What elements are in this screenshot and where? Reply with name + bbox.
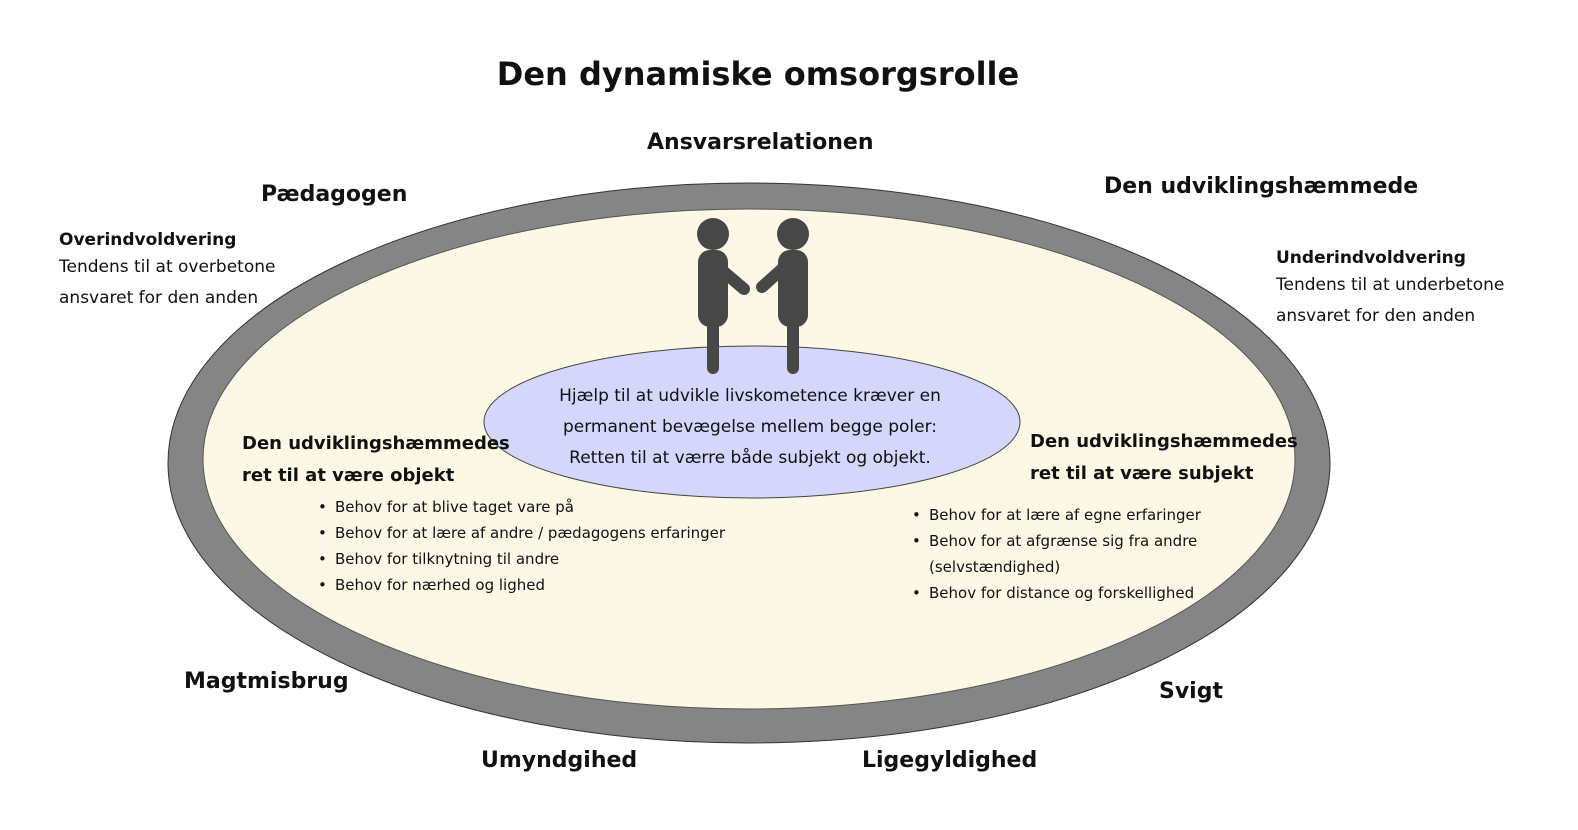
subject-heading-line: ret til at være subjekt (1030, 463, 1254, 484)
list-item: Behov for at afgrænse sig fra andre (909, 528, 1201, 554)
object-heading-line: Den udviklingshæmmedes (242, 433, 510, 454)
list-item: Behov for at lære af egne erfaringer (909, 502, 1201, 528)
list-item: Behov for tilknytning til andre (315, 546, 725, 572)
label-paedagogen: Pædagogen (261, 182, 408, 207)
list-item: (selvstændighed) (929, 558, 1061, 576)
subject-side-heading: Den udviklingshæmmedes ret til at være s… (1030, 426, 1298, 490)
diagram-title: Den dynamiske omsorgsrolle (496, 55, 1020, 93)
center-ellipse (483, 345, 1021, 499)
center-line: permanent bevægelse mellem begge poler: (562, 417, 938, 437)
label-magtmisbrug: Magtmisbrug (184, 669, 349, 694)
center-line: Hjælp til at udvikle livskometence kræve… (559, 386, 941, 406)
label-ligegyldighed: Ligegyldighed (862, 748, 1038, 773)
two-people-handshake-icon (697, 218, 809, 374)
right-note: Underindvoldvering Tendens til at underb… (1276, 248, 1504, 332)
label-umyndgihed: Umyndgihed (481, 748, 638, 773)
left-note-line: Tendens til at overbetone (59, 257, 276, 277)
label-ansvarsrelationen: Ansvarsrelationen (647, 130, 874, 155)
label-svigt: Svigt (1159, 679, 1223, 704)
left-note-heading: Overindvoldvering (59, 230, 237, 250)
label-den-udviklingshaemmede: Den udviklingshæmmede (1104, 174, 1419, 199)
object-heading-line: ret til at være objekt (242, 465, 455, 486)
right-note-heading: Underindvoldvering (1276, 248, 1466, 268)
center-line: Retten til at værre både subjekt og obje… (569, 448, 931, 468)
center-statement: Hjælp til at udvikle livskometence kræve… (480, 381, 1020, 474)
right-note-line: Tendens til at underbetone (1276, 275, 1505, 295)
subject-needs-list: Behov for at lære af egne erfaringer Beh… (909, 502, 1201, 606)
list-item: Behov for distance og forskellighed (909, 580, 1201, 606)
object-needs-list: Behov for at blive taget vare på Behov f… (315, 494, 725, 598)
list-item: Behov for nærhed og lighed (315, 572, 725, 598)
subject-heading-line: Den udviklingshæmmedes (1030, 431, 1298, 452)
left-note-line: ansvaret for den anden (59, 288, 259, 308)
left-note: Overindvoldvering Tendens til at overbet… (59, 230, 275, 314)
list-item: Behov for at blive taget vare på (315, 494, 725, 520)
object-side-heading: Den udviklingshæmmedes ret til at være o… (242, 428, 510, 492)
list-item: Behov for at lære af andre / pædagogens … (315, 520, 725, 546)
right-note-line: ansvaret for den anden (1276, 306, 1476, 326)
